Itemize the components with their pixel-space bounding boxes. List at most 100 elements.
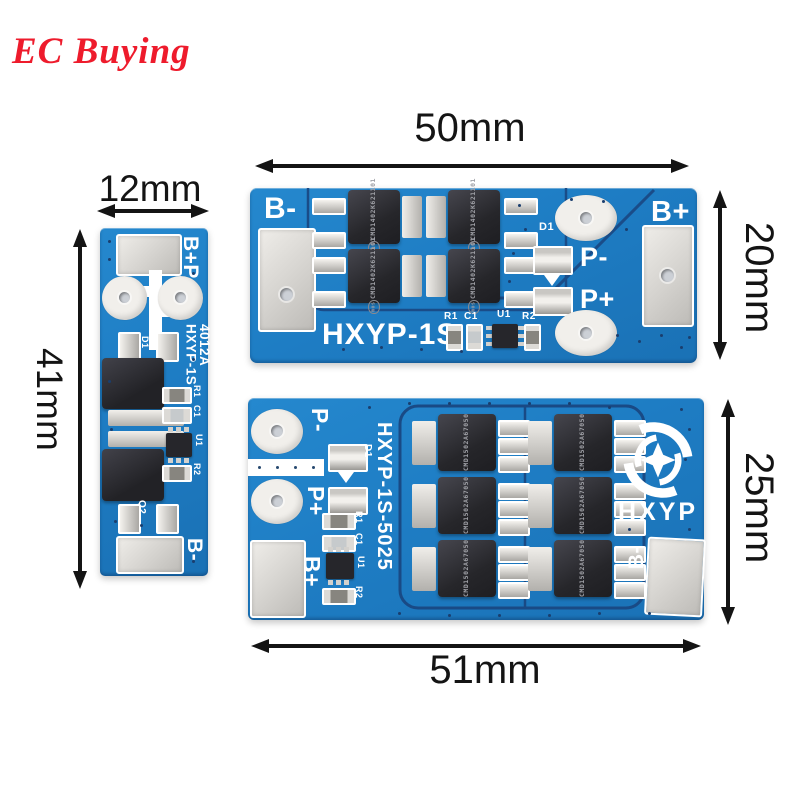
component-label-c1: C1: [354, 533, 364, 546]
terminal-label-p-minus: P-: [580, 242, 608, 272]
pad-hole: [271, 495, 283, 507]
store-logo: EC Buying: [12, 31, 191, 72]
component-label-q2: Q2: [136, 500, 147, 515]
solder-pad-b-plus: [642, 225, 694, 327]
solder-pad-b-plus: [250, 540, 306, 618]
ic-legs: [486, 326, 492, 330]
model-text: HXYP-1S-5025: [373, 422, 395, 571]
brand-text: HXYP: [618, 498, 699, 526]
component-label-r1: R1: [354, 511, 364, 524]
pad-hole: [661, 269, 674, 282]
through-hole-pad: [251, 409, 303, 454]
pad-hole: [271, 425, 283, 437]
ic-legs: [168, 458, 173, 463]
terminal-label-b-minus: B-: [264, 192, 297, 225]
terminal-label-b-plus: B+: [651, 196, 690, 228]
solder-pad-b-plus-p-plus: [116, 234, 182, 276]
component-label-c1: C1: [192, 405, 202, 418]
dimension-label-41mm: 41mm: [29, 348, 70, 451]
through-hole-pad: [555, 195, 617, 241]
component-label-r1: R1: [192, 385, 202, 398]
solder-pad-b-minus: [258, 228, 316, 332]
ic-legs: [518, 326, 524, 330]
via-dots: [342, 348, 345, 351]
dimension-arrow-50mm: [255, 158, 689, 174]
terminal-label-b-minus: B-: [625, 546, 648, 570]
dimension-label-50mm: 50mm: [414, 106, 526, 150]
capacitor-c1: [162, 407, 192, 424]
component-label-u1: U1: [194, 434, 204, 447]
mosfet-lead: [156, 504, 179, 534]
dimension-arrow-20mm: [712, 190, 728, 360]
component-label-d1: D1: [140, 336, 150, 349]
mosfet-q1-body: [102, 358, 164, 409]
ic-legs: [328, 580, 333, 585]
capacitor-c1: [466, 324, 483, 351]
diode-d1-pad-b: [533, 287, 573, 316]
pcb-board-hxyp-1s-5025: P- P+ D1 HXYP-1S-5025 R1 C1 U1 R2 B+ CMD…: [248, 398, 707, 620]
through-hole-pad: [102, 276, 147, 320]
solder-pad-b-minus: [643, 536, 707, 618]
dimension-arrow-25mm: [720, 399, 736, 625]
copper-trace: [248, 459, 324, 476]
ic-u1: [166, 433, 192, 457]
mosfet-lead: [118, 504, 141, 534]
component-label-c1: C1: [464, 311, 478, 322]
pad-hole: [580, 327, 592, 339]
ic-legs: [168, 427, 173, 432]
resistor-r2: [524, 324, 541, 351]
ic-legs: [328, 547, 333, 552]
hxyp-logo-icon: [623, 422, 693, 498]
component-label-d1: D1: [539, 221, 555, 233]
via-dots: [368, 406, 371, 409]
mosfet-q2-tab: [108, 431, 184, 447]
mosfet-q2-body: [102, 449, 164, 501]
model-text: HXYP-1S: [322, 318, 458, 351]
dimension-label-51mm: 51mm: [429, 648, 541, 692]
diode-d1-pad-a: [533, 246, 573, 275]
resistor-r2: [162, 465, 192, 482]
solder-pad-b-minus: [116, 536, 184, 574]
component-label-u1: U1: [497, 309, 511, 320]
component-label-u1: U1: [356, 556, 366, 569]
resistor-r1: [446, 324, 463, 351]
terminal-label-p-plus: P+: [303, 486, 329, 516]
terminal-label-b-minus: B-: [183, 538, 206, 562]
resistor-r1: [162, 387, 192, 404]
through-hole-pad: [158, 276, 203, 320]
ic-u1: [326, 553, 354, 579]
dimension-arrow-51mm: [251, 638, 701, 654]
via-dots: [518, 204, 521, 207]
component-label-r2: R2: [192, 463, 202, 476]
dimension-label-20mm: 20mm: [737, 222, 781, 334]
pad-hole: [175, 292, 186, 303]
component-label-r2: R2: [522, 311, 536, 322]
terminal-label-p-minus: P-: [307, 408, 333, 432]
resistor-r1: [322, 513, 356, 530]
via-dots: [258, 466, 261, 469]
through-hole-pad: [251, 479, 303, 524]
via-dots: [108, 240, 111, 243]
via-dots: [398, 612, 401, 615]
pad-hole: [580, 212, 592, 224]
diode-symbol: [544, 275, 560, 286]
pad-hole: [280, 288, 293, 301]
diode-d1-pad-a: [328, 444, 368, 472]
dimension-arrow-12mm: [97, 203, 209, 219]
resistor-r2: [322, 588, 356, 605]
through-hole-pad: [555, 310, 617, 356]
component-label-r1: R1: [444, 311, 458, 322]
mosfet-lead: [156, 332, 179, 362]
dimension-arrow-41mm: [72, 229, 88, 589]
